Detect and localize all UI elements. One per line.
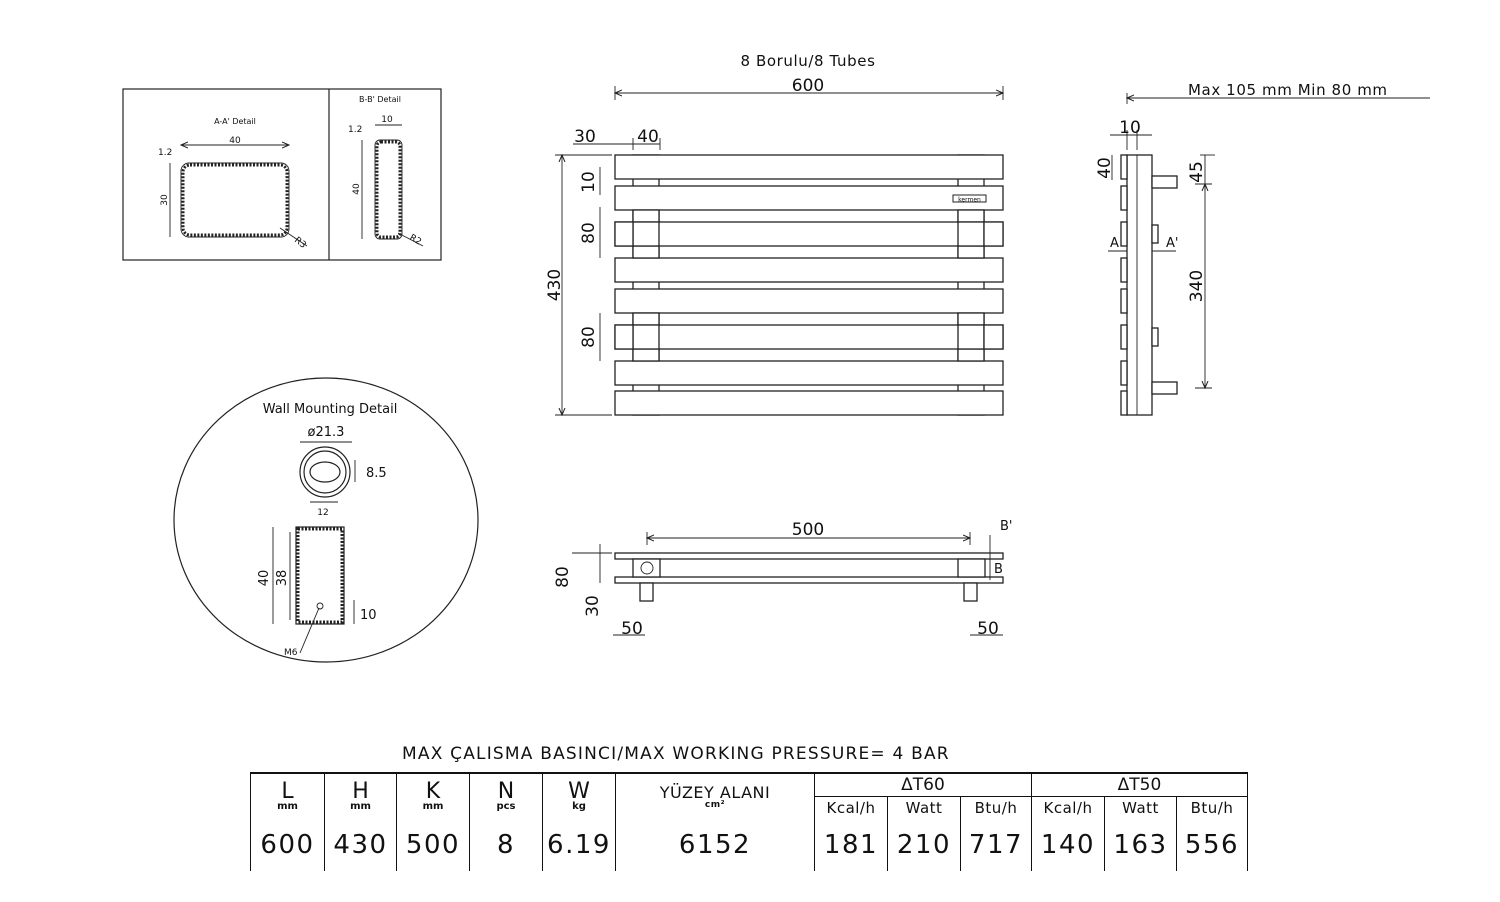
value-btu-50: 556 bbox=[1176, 819, 1248, 871]
detail-bb-wall: 1.2 bbox=[348, 125, 362, 135]
detail-bb-title: B-B' Detail bbox=[359, 95, 401, 104]
subheader-kcal-50: Kcal/h bbox=[1031, 796, 1105, 819]
value-n: 8 bbox=[469, 819, 543, 871]
section-b-label: B bbox=[994, 562, 1003, 577]
side-top-left-label: 40 bbox=[1095, 157, 1115, 179]
detail-aa-wall: 1.2 bbox=[158, 148, 172, 158]
front-gap-mid2-label: 80 bbox=[579, 326, 599, 348]
wall-mount-outer-height: 40 bbox=[257, 570, 272, 587]
side-height-label: 340 bbox=[1187, 270, 1207, 302]
detail-aa-width: 40 bbox=[229, 136, 241, 146]
value-h: 430 bbox=[324, 819, 397, 871]
section-b-prime-label: B' bbox=[1000, 519, 1013, 534]
value-watt-50: 163 bbox=[1104, 819, 1177, 871]
pressure-note: MAX ÇALISMA BASINCI/MAX WORKING PRESSURE… bbox=[402, 744, 950, 764]
wall-mount-slot-height: 8.5 bbox=[366, 466, 387, 481]
side-thickness-label: 10 bbox=[1119, 118, 1141, 138]
subheader-kcal-60: Kcal/h bbox=[814, 796, 888, 819]
wall-mount-detail: Wall Mounting Detail ø21.3 8.5 12 40 38 … bbox=[173, 377, 479, 663]
subheader-btu-60: Btu/h bbox=[960, 796, 1032, 819]
detail-aa-height: 30 bbox=[160, 194, 170, 206]
front-collector-label: 40 bbox=[637, 127, 659, 147]
top-offset-label: 30 bbox=[583, 595, 603, 617]
value-btu-60: 717 bbox=[960, 819, 1032, 871]
value-l: 600 bbox=[250, 819, 325, 871]
value-surface: 6152 bbox=[615, 819, 815, 871]
table-subheader-row: Kcal/h Watt Btu/h Kcal/h Watt Btu/h bbox=[251, 796, 1248, 819]
top-left-edge-label: 50 bbox=[621, 619, 643, 639]
wall-mount-screw: M6 bbox=[284, 648, 298, 658]
section-a-label: A bbox=[1110, 236, 1119, 251]
front-offset-label: 30 bbox=[574, 127, 596, 147]
drawing-title: 8 Borulu/8 Tubes bbox=[740, 52, 875, 70]
detail-bb-width: 10 bbox=[381, 115, 393, 125]
wall-mount-title: Wall Mounting Detail bbox=[263, 402, 398, 417]
brand-logo: kermen bbox=[958, 197, 981, 204]
top-length-label: 500 bbox=[792, 520, 824, 540]
detail-bb-height: 40 bbox=[352, 183, 362, 195]
section-a-prime-label: A' bbox=[1166, 236, 1178, 251]
subheader-watt-60: Watt bbox=[887, 796, 961, 819]
front-gap-top-label: 10 bbox=[579, 171, 599, 193]
front-view: 600 30 40 430 10 80 80 bbox=[545, 76, 1003, 415]
value-w: 6.19 bbox=[542, 819, 616, 871]
value-kcal-50: 140 bbox=[1031, 819, 1105, 871]
wall-mount-slot-width: 12 bbox=[317, 508, 328, 518]
front-width-label: 600 bbox=[792, 76, 824, 96]
header-dt60: ΔT60 bbox=[814, 772, 1032, 797]
side-top-right-label: 45 bbox=[1187, 161, 1207, 183]
table-row: 600 430 500 8 6.19 6152 181 210 717 140 … bbox=[250, 819, 1248, 871]
detail-bb-radius: R2 bbox=[408, 233, 423, 248]
front-gap-mid1-label: 80 bbox=[579, 222, 599, 244]
front-height-label: 430 bbox=[545, 269, 565, 301]
detail-panel: A-A' Detail 40 30 1.2 R3 B-B' Detail 10 … bbox=[122, 88, 442, 261]
wall-mount-diameter: ø21.3 bbox=[308, 425, 345, 440]
subheader-btu-50: Btu/h bbox=[1176, 796, 1248, 819]
depth-note: Max 105 mm Min 80 mm bbox=[1188, 81, 1388, 99]
side-view: Max 105 mm Min 80 mm 10 40 45 340 bbox=[1095, 81, 1430, 416]
top-view: 500 80 30 50 50 B' B bbox=[553, 519, 1013, 639]
top-right-edge-label: 50 bbox=[977, 619, 999, 639]
value-watt-60: 210 bbox=[887, 819, 961, 871]
header-dt50: ΔT50 bbox=[1031, 772, 1248, 797]
value-k: 500 bbox=[396, 819, 470, 871]
subheader-watt-50: Watt bbox=[1104, 796, 1177, 819]
value-kcal-60: 181 bbox=[814, 819, 888, 871]
detail-aa-title: A-A' Detail bbox=[214, 117, 256, 126]
wall-mount-bottom: 10 bbox=[360, 608, 377, 623]
wall-mount-inner-height: 38 bbox=[275, 570, 290, 587]
top-depth-label: 80 bbox=[553, 566, 573, 588]
